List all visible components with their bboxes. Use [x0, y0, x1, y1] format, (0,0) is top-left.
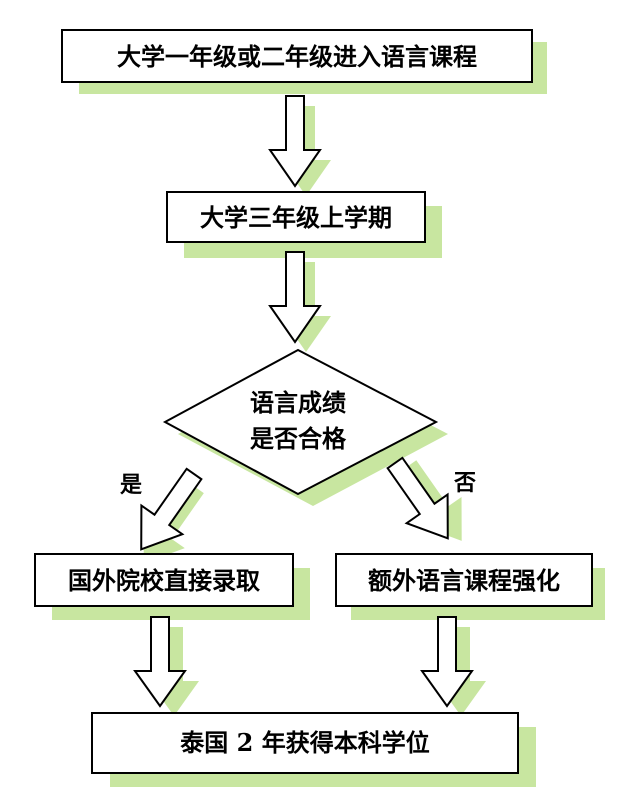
- yes-result-label: 国外院校直接录取: [68, 566, 260, 595]
- final-node: 泰国 2 年获得本科学位: [91, 712, 536, 787]
- final-box: [91, 712, 519, 774]
- arrow-yes-to-final: [133, 616, 199, 716]
- step2-label: 大学三年级上学期: [200, 203, 392, 232]
- arrow-no-to-final: [420, 616, 486, 716]
- step1-box: [61, 29, 533, 83]
- arrow2-shape: [268, 251, 322, 344]
- step1-label: 大学一年级或二年级进入语言课程: [117, 42, 477, 71]
- arrow-decision-to-no: [386, 456, 462, 541]
- step2-node: 大学三年级上学期: [166, 191, 442, 258]
- no-result-box: [335, 553, 593, 607]
- arrow-no-final-shape: [420, 616, 474, 708]
- step1-node: 大学一年级或二年级进入语言课程: [61, 29, 547, 94]
- arrow-yes-shape: [140, 467, 203, 551]
- decision-label-line1: 语言成绩: [250, 388, 346, 417]
- yes-branch-label: 是: [120, 472, 142, 498]
- arrow-decision-to-yes: [140, 467, 204, 564]
- yes-result-box: [34, 553, 294, 607]
- yes-result-node: 国外院校直接录取: [34, 553, 310, 620]
- no-result-label: 额外语言课程强化: [368, 566, 560, 595]
- decision-node: 语言成绩 是否合格: [162, 348, 448, 506]
- decision-label-line2: 是否合格: [250, 424, 347, 453]
- final-label: 泰国 2 年获得本科学位: [180, 728, 429, 757]
- arrow-no-shape: [386, 456, 449, 540]
- decision-diamond: [162, 348, 439, 496]
- arrow-step1-to-step2: [268, 95, 331, 196]
- arrow1-shape: [268, 95, 322, 188]
- arrow-step2-to-decision: [268, 251, 331, 352]
- no-branch-label: 否: [453, 470, 476, 496]
- arrow-yes-final-shape: [133, 616, 187, 708]
- step2-box: [166, 191, 426, 243]
- no-result-node: 额外语言课程强化: [335, 553, 605, 620]
